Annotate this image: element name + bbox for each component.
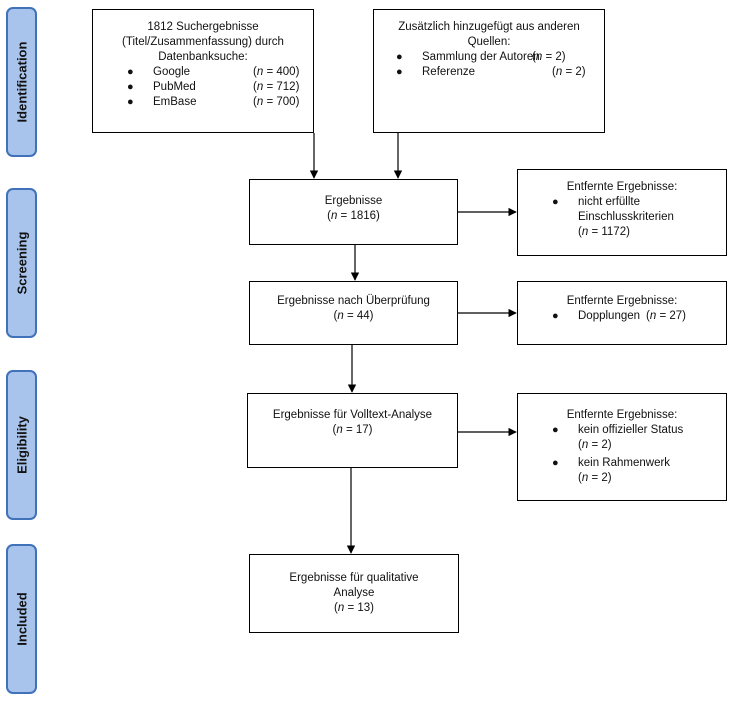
- list-item: ● kein offizieller Status: [552, 424, 684, 436]
- included-line-2: Analyse: [333, 587, 375, 599]
- removed-results-box-3: Entfernte Ergebnisse: ● kein offizieller…: [517, 393, 727, 501]
- fulltext-title: Ergebnisse für Volltext-Analyse: [272, 409, 433, 421]
- list-item: ● nicht erfüllte: [552, 196, 641, 208]
- included-count: (n = 13): [334, 602, 374, 614]
- list-item: ● Referenze (n = 2): [396, 66, 586, 78]
- included-results-box: Ergebnisse für qualitative Analyse (n = …: [249, 554, 459, 633]
- screening-results-box: Ergebnisse (n = 1816): [249, 179, 458, 245]
- db-line-2: (Titel/Zusammenfassung) durch: [122, 36, 284, 48]
- included-line-1: Ergebnisse für qualitative: [289, 572, 419, 584]
- screening-count: (n = 1816): [327, 210, 380, 222]
- list-item: ● Google (n = 400): [127, 66, 300, 78]
- phase-screening: Screening: [6, 188, 37, 338]
- removed-results-box-1: Entfernte Ergebnisse: ● nicht erfüllte E…: [517, 169, 727, 256]
- phase-eligibility: Eligibility: [6, 370, 37, 520]
- identification-database-box: 1812 Suchergebnisse (Titel/Zusammenfassu…: [92, 9, 314, 133]
- list-item: ● Sammlung der Autoren (n = 2): [396, 51, 566, 63]
- db-line-3: Datenbanksuche:: [158, 51, 248, 63]
- fulltext-count: (n = 17): [332, 424, 373, 436]
- removed2-title: Entfernte Ergebnisse:: [566, 295, 678, 307]
- identification-other-sources-box: Zusätzlich hinzugefügt aus anderen Quell…: [373, 9, 605, 133]
- checked-results-box: Ergebnisse nach Überprüfung (n = 44): [249, 281, 458, 345]
- screening-title: Ergebnisse: [324, 195, 383, 207]
- phase-identification: Identification: [6, 7, 37, 157]
- list-item: ● Dopplungen (n = 27): [552, 310, 686, 322]
- other-line-2: Quellen:: [467, 36, 511, 48]
- checked-count: (n = 44): [333, 310, 374, 322]
- removed1-title: Entfernte Ergebnisse:: [566, 181, 678, 193]
- list-item: ● EmBase (n = 700): [127, 96, 300, 108]
- checked-title: Ergebnisse nach Überprüfung: [277, 295, 430, 307]
- fulltext-results-box: Ergebnisse für Volltext-Analyse (n = 17): [247, 393, 458, 468]
- db-line-1: 1812 Suchergebnisse: [147, 21, 259, 33]
- removed3-title: Entfernte Ergebnisse:: [566, 409, 678, 421]
- phase-included: Included: [6, 544, 37, 694]
- other-line-1: Zusätzlich hinzugefügt aus anderen: [398, 21, 580, 33]
- list-item: ● kein Rahmenwerk: [552, 457, 671, 469]
- list-item: ● PubMed (n = 712): [127, 81, 300, 93]
- removed-results-box-2: Entfernte Ergebnisse: ● Dopplungen (n = …: [517, 281, 727, 345]
